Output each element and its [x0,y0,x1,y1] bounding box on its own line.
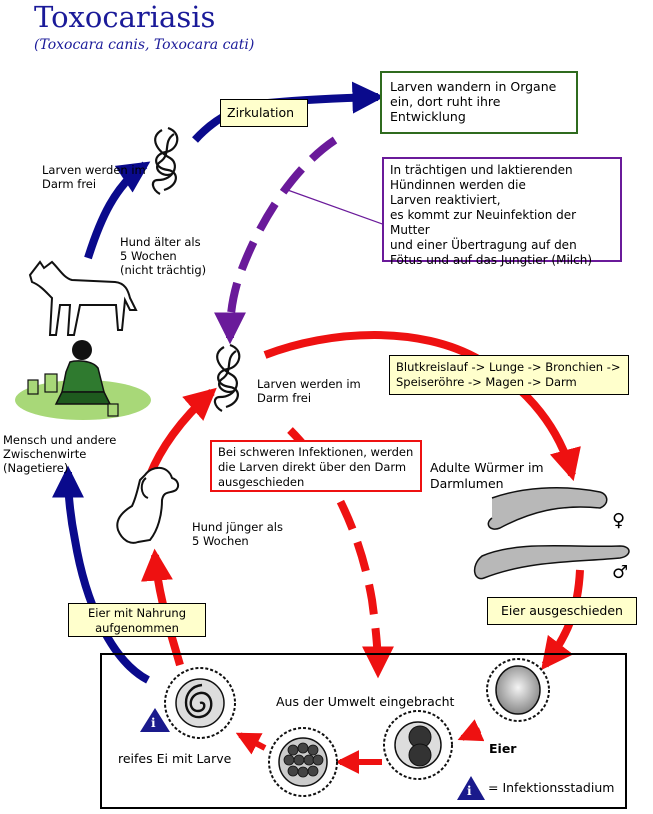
box-reaktiviert: In trächtigen und laktierenden Hündinnen… [382,157,622,267]
worm-icon [487,486,608,530]
blue-arrow-dog-to-larva [84,161,151,260]
purple-dashed-arrow [214,136,338,345]
label-line: 5 Wochen [192,534,249,548]
child-icon [27,340,119,417]
label-line: Zwischenwirte [3,447,87,461]
box-reaktiviert-line: Hündinnen werden die [390,178,526,192]
info-triangle-icon [457,776,485,800]
label-adulte: Adulte Würmer im Darmlumen [430,460,544,492]
box-organe-line: ein, dort ruht ihre [390,94,501,109]
box-organe-line: Entwicklung [390,109,466,124]
label-line: Hund jünger als [192,520,283,534]
larva-icon [151,126,179,195]
label-line: Darm frei [257,391,312,405]
box-schwere-line: die Larven direkt über den Darm [218,460,407,474]
label-hund-aelter: Hund älter als 5 Wochen (nicht trächtig) [120,235,206,277]
egg-icon [164,667,236,739]
box-schwere-line: Bei schweren Infektionen, werden [218,445,414,459]
box-schwere-line: ausgeschieden [218,475,305,489]
box-reaktiviert-line: Larven reaktiviert, [390,193,501,207]
box-schwere: Bei schweren Infektionen, werden die Lar… [210,440,422,492]
red-dashed-arrow-intestine [287,427,394,679]
label-larven-frei-mid: Larven werden im Darm frei [257,377,361,405]
box-nahrung-line: aufgenommen [95,621,179,635]
box-organe-line: Larven wandern in Organe [390,79,557,94]
box-zirkulation-text: Zirkulation [227,105,295,120]
worm-icon [473,545,630,580]
female-symbol: ♀ [612,510,626,531]
label-line: Mensch und andere [3,433,117,447]
label-line: Larven werden im [257,377,361,391]
page-subtitle: (Toxocara canis, Toxocara cati) [34,37,255,53]
dog-icon [28,260,138,336]
label-line: Adulte Würmer im [430,460,544,475]
egg-icon [486,658,550,722]
label-line: Darmlumen [430,476,504,491]
label-line: 5 Wochen [120,249,177,263]
box-reaktiviert-line: In trächtigen und laktierenden [390,163,573,177]
larva-icon [213,343,241,412]
label-umwelt: Aus der Umwelt eingebracht [276,694,455,709]
box-blutkreislauf-line: Speiseröhre -> Magen -> Darm [396,375,577,389]
label-line: Larven werden im [42,163,146,177]
box-eier-ausgeschieden: Eier ausgeschieden [487,597,637,625]
info-triangle-icon [140,708,170,732]
environment-frame [100,653,627,809]
blue-arrow-egg-to-human [52,465,151,684]
red-arrow-egg1-to-egg2 [457,719,485,742]
label-line: (nicht trächtig) [120,263,207,277]
red-arrow-puppy-to-larva [146,387,217,477]
page-title: Toxocariasis [34,0,216,34]
male-symbol: ♂ [612,562,629,583]
purple-pointer-line [281,187,389,227]
label-larven-frei-top: Larven werden im Darm frei [42,163,146,191]
label-infektionsstadium: = Infektionsstadium [488,780,615,795]
box-nahrung: Eier mit Nahrung aufgenommen [68,603,206,637]
box-blutkreislauf: Blutkreislauf -> Lunge -> Bronchien -> S… [389,355,629,395]
label-line: Hund älter als [120,235,201,249]
box-reaktiviert-line: Fötus und auf das Jungtier (Milch) [390,253,592,267]
box-organe: Larven wandern in Organe ein, dort ruht … [380,71,578,134]
egg-icon [268,727,338,797]
box-reaktiviert-line: es kommt zur Neuinfektion der Mutter [390,208,577,237]
info-glyph: i [151,716,156,730]
box-reaktiviert-line: und einer Übertragung auf den [390,238,577,252]
egg-icon [383,710,453,780]
box-zirkulation: Zirkulation [220,99,308,127]
label-line: Darm frei [42,177,97,191]
box-blutkreislauf-line: Blutkreislauf -> Lunge -> Bronchien -> [396,360,621,374]
box-eier-ausgeschieden-text: Eier ausgeschieden [501,603,623,618]
label-eier: Eier [489,741,517,756]
label-line: (Nagetiere) [3,461,69,475]
info-glyph: i [467,784,472,798]
puppy-icon [116,466,180,544]
label-hund-juenger: Hund jünger als 5 Wochen [192,520,283,548]
label-mensch: Mensch und andere Zwischenwirte (Nagetie… [3,433,116,475]
red-arrow-egg3-to-egg4 [235,732,267,755]
label-reifes-ei: reifes Ei mit Larve [118,751,232,766]
box-nahrung-line: Eier mit Nahrung [87,606,187,620]
